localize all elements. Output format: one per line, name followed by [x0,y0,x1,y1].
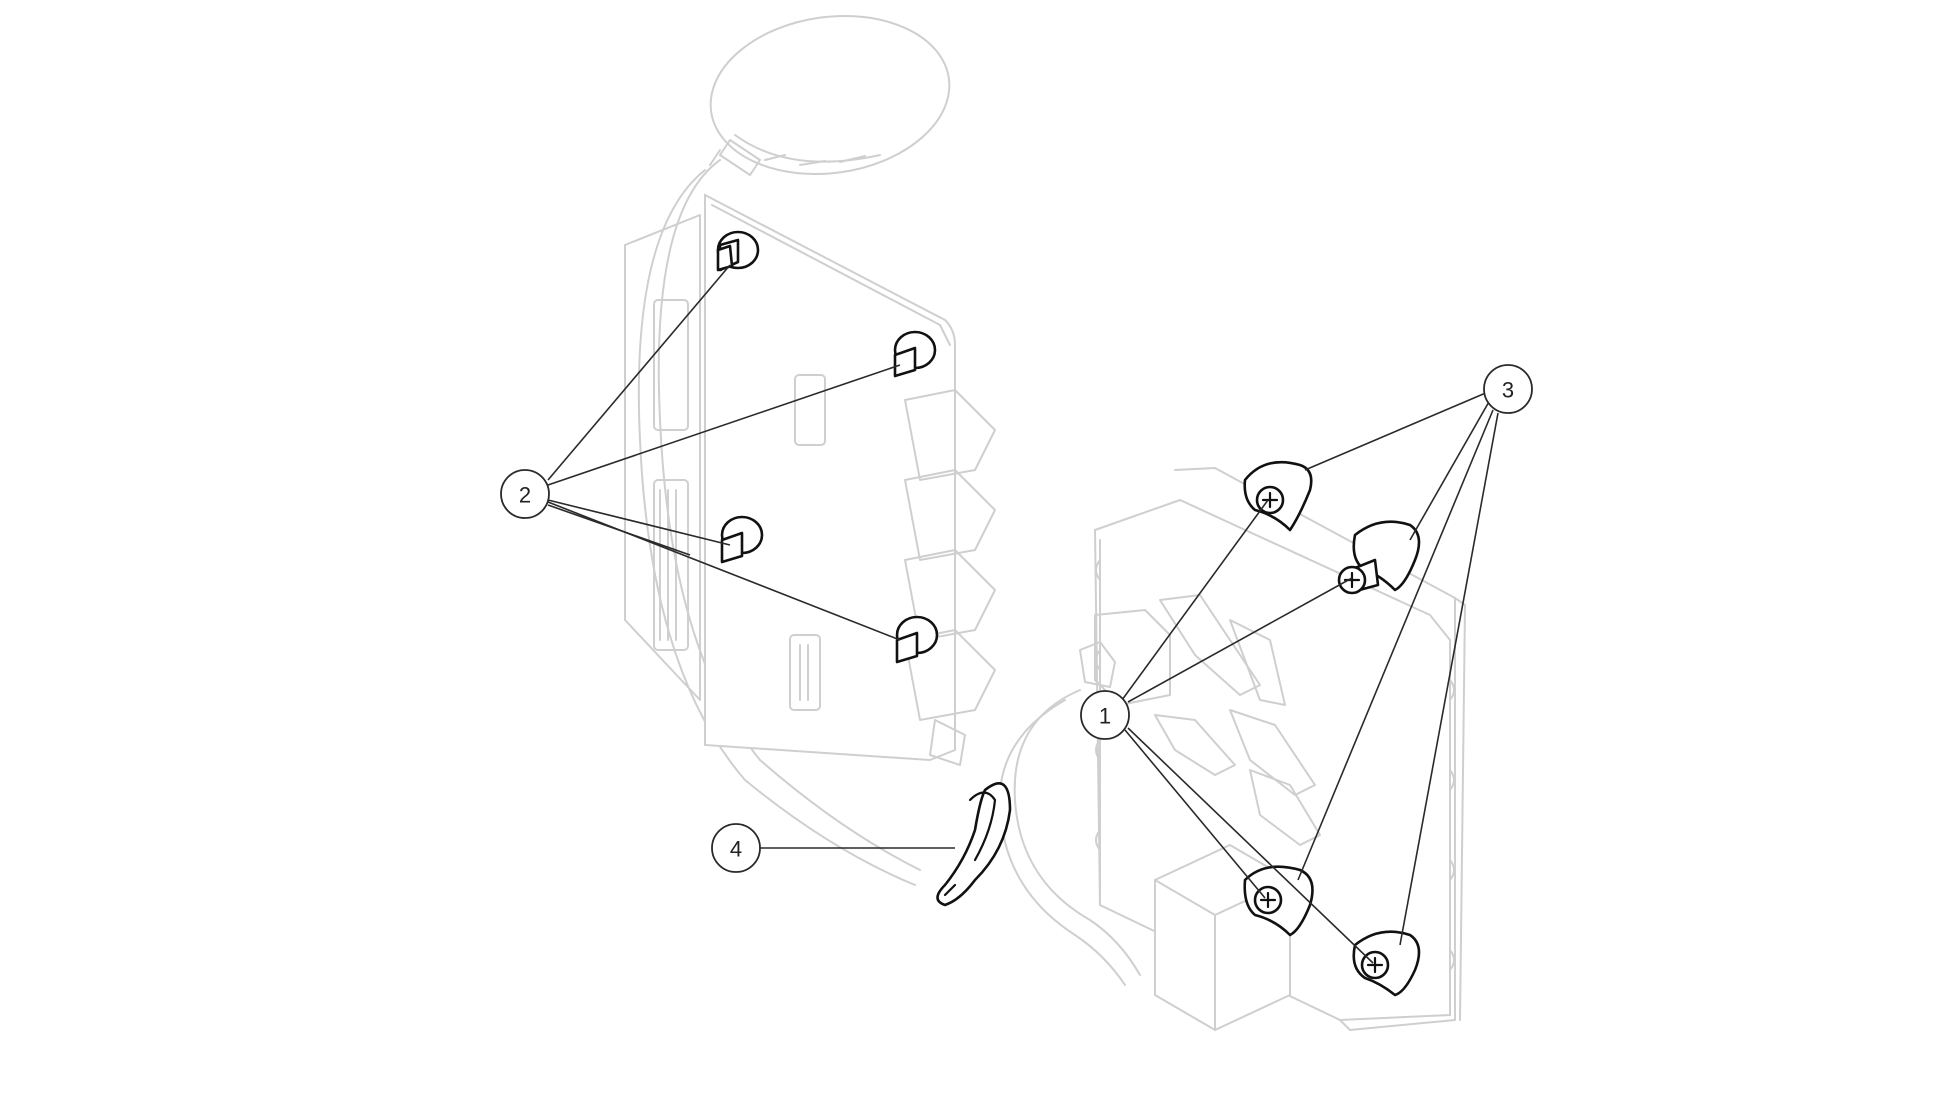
callout-2: 2 [500,469,550,519]
callout-3: 3 [1483,364,1533,414]
bolt-2b [893,330,937,378]
leader-lines [547,264,1499,964]
bolt-2d [895,615,939,664]
bolt-2c [720,515,764,564]
ghost-left-enclosure [624,14,996,886]
callout-4-label: 4 [730,837,742,862]
callout-1: 1 [1080,690,1130,740]
cable-tie-4 [936,782,1012,907]
cap-3d [1352,930,1421,997]
cap-3a [1243,460,1313,532]
callout-4: 4 [711,823,761,873]
cap-3b [1337,520,1421,595]
callout-2-label: 2 [519,483,531,508]
callout-3-label: 3 [1502,378,1514,403]
bolt-2a [716,230,760,272]
callout-1-label: 1 [1099,704,1111,729]
